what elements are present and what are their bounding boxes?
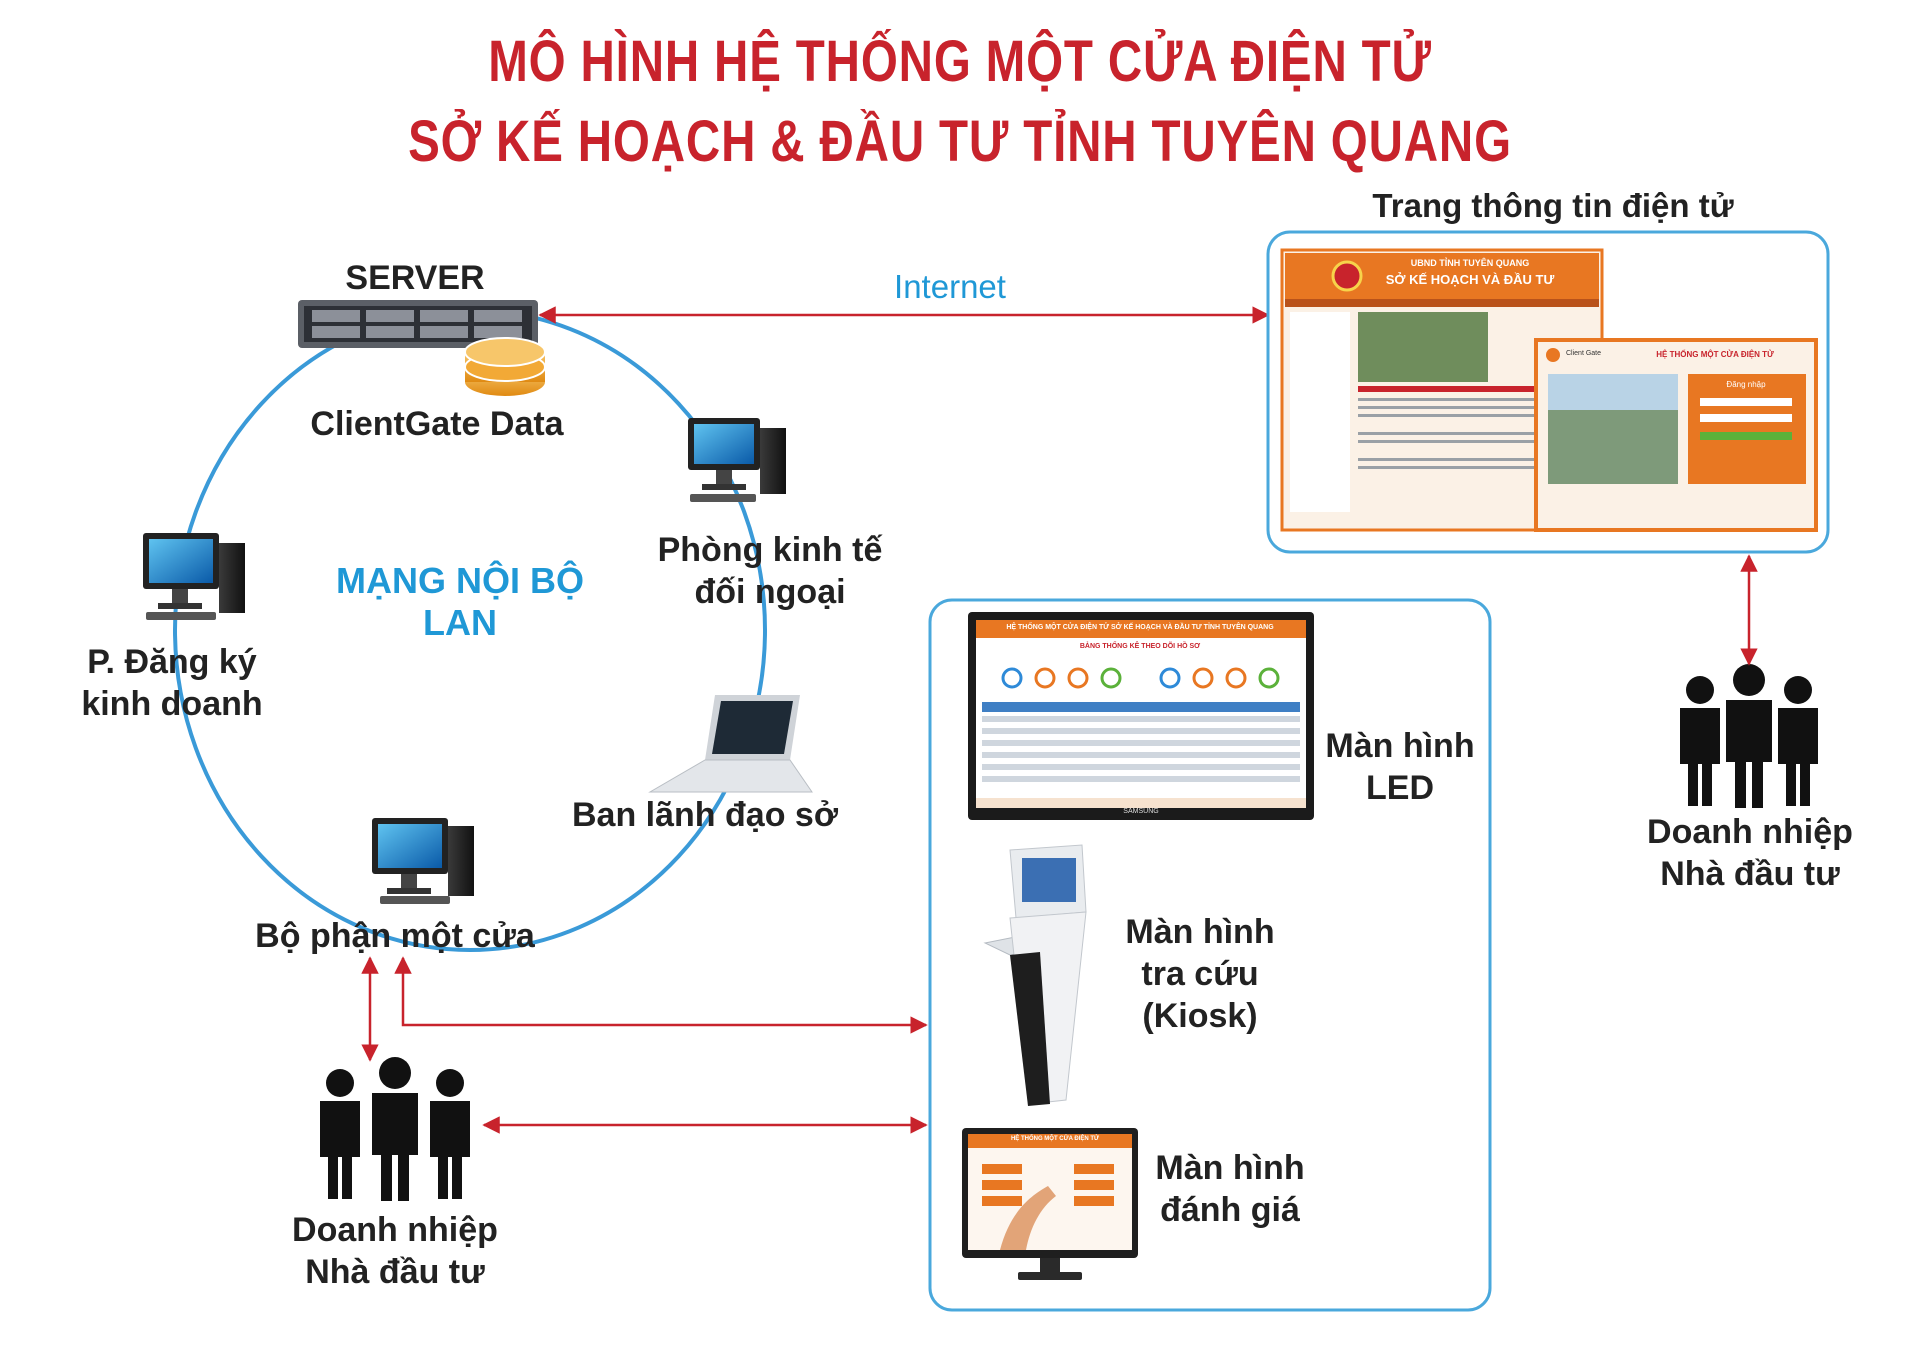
left-users-label-line-1: Doanh nhiệp bbox=[292, 1211, 498, 1249]
database-icon bbox=[464, 337, 546, 396]
desktop-computer-icon-economic bbox=[688, 418, 786, 502]
desktop-computer-icon-onestop bbox=[372, 818, 474, 904]
people-group-icon-right bbox=[1680, 664, 1818, 808]
internet-label: Internet bbox=[894, 268, 1006, 305]
portal-site-org: UBND TỈNH TUYÊN QUANG bbox=[1410, 258, 1530, 268]
laptop-icon bbox=[648, 695, 813, 793]
economic-dept-label-line-1: Phòng kinh tế bbox=[657, 531, 883, 569]
clientgate-data-label: ClientGate Data bbox=[310, 405, 564, 443]
portal-site-name: SỞ KẾ HOẠCH VÀ ĐẦU TƯ bbox=[1385, 272, 1555, 287]
led-screen-title: HỆ THỐNG MỘT CỬA ĐIỆN TỬ SỞ KẾ HOẠCH VÀ … bbox=[1006, 624, 1274, 631]
led-screen-label-line-1: Màn hình bbox=[1325, 727, 1475, 765]
led-tv-icon bbox=[968, 612, 1314, 820]
evaluation-screen-label-line-2: đánh giá bbox=[1160, 1191, 1300, 1229]
kiosk-label-line-1: Màn hình bbox=[1125, 913, 1275, 951]
portal-login-title: HỆ THỐNG MỘT CỬA ĐIỆN TỬ bbox=[1656, 350, 1774, 359]
desktop-computer-icon-registration bbox=[143, 533, 245, 620]
evaluation-monitor-icon bbox=[962, 1128, 1138, 1280]
lan-label-line-2: LAN bbox=[423, 602, 497, 643]
economic-dept-label-line-2: đối ngoại bbox=[694, 573, 846, 611]
server-label: SERVER bbox=[345, 259, 485, 297]
portal-login-heading: Đăng nhập bbox=[1726, 380, 1766, 389]
portal-heading: Trang thông tin điện tử bbox=[1372, 187, 1734, 224]
kiosk-label-line-3: (Kiosk) bbox=[1142, 997, 1258, 1035]
right-users-label-line-2: Nhà đầu tư bbox=[1660, 855, 1840, 893]
left-users-label-line-2: Nhà đầu tư bbox=[305, 1253, 485, 1291]
led-screen-label-line-2: LED bbox=[1366, 769, 1434, 807]
portal-login-brand: Client Gate bbox=[1566, 350, 1602, 357]
onestop-dept-label: Bộ phận một cửa bbox=[255, 917, 535, 955]
right-users-label-line-1: Doanh nhiệp bbox=[1647, 813, 1853, 851]
registration-dept-label-line-1: P. Đăng ký bbox=[87, 643, 257, 681]
arrow-onestop-to-devices bbox=[394, 956, 928, 1034]
led-brand-label: SAMSUNG bbox=[1123, 808, 1159, 815]
portal-login-screenshot bbox=[1534, 338, 1818, 532]
evaluation-screen-title: HỆ THỐNG MỘT CỬA ĐIỆN TỬ bbox=[1010, 1136, 1100, 1142]
lan-label-line-1: MẠNG NỘI BỘ bbox=[336, 560, 584, 601]
diagram-title-line-1: MÔ HÌNH HỆ THỐNG MỘT CỬA ĐIỆN TỬ bbox=[488, 29, 1432, 94]
diagram-title-line-2: SỞ KẾ HOẠCH & ĐẦU TƯ TỈNH TUYÊN QUANG bbox=[408, 109, 1512, 174]
people-group-icon-left bbox=[320, 1057, 470, 1201]
leadership-label: Ban lãnh đạo sở bbox=[572, 796, 838, 834]
evaluation-screen-label-line-1: Màn hình bbox=[1155, 1149, 1305, 1187]
kiosk-label-line-2: tra cứu bbox=[1141, 955, 1259, 993]
kiosk-icon bbox=[983, 844, 1087, 1106]
led-screen-subtitle: BẢNG THỐNG KÊ THEO DÕI HỒ SƠ bbox=[1079, 643, 1201, 650]
server-icon bbox=[298, 300, 538, 348]
registration-dept-label-line-2: kinh doanh bbox=[81, 685, 263, 723]
